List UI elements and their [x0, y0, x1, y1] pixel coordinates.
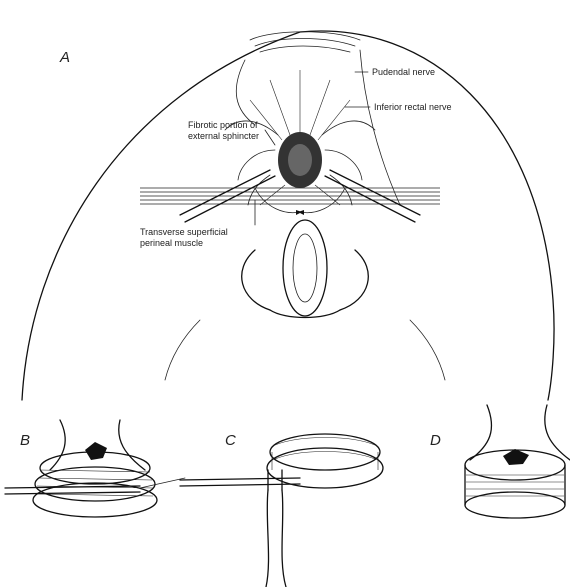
panel-label-b: B — [20, 432, 30, 449]
panel-d-drawing — [465, 405, 570, 518]
label-pudendal-nerve: Pudendal nerve — [372, 67, 435, 77]
panel-label-a: A — [59, 49, 70, 66]
panel-b-drawing — [5, 420, 185, 517]
panel-label-d: D — [430, 432, 441, 449]
label-inferior-rectal-nerve: Inferior rectal nerve — [374, 102, 452, 112]
panel-label-c: C — [225, 432, 236, 449]
label-fibrotic-portion-line2: external sphincter — [188, 131, 259, 141]
label-transverse-muscle-line1: Transverse superficial — [140, 227, 228, 237]
label-fibrotic-portion-line1: Fibrotic portion of — [188, 120, 258, 130]
panel-a-drawing — [22, 31, 554, 400]
panel-c-drawing — [180, 434, 383, 587]
label-transverse-muscle-line2: perineal muscle — [140, 238, 203, 248]
